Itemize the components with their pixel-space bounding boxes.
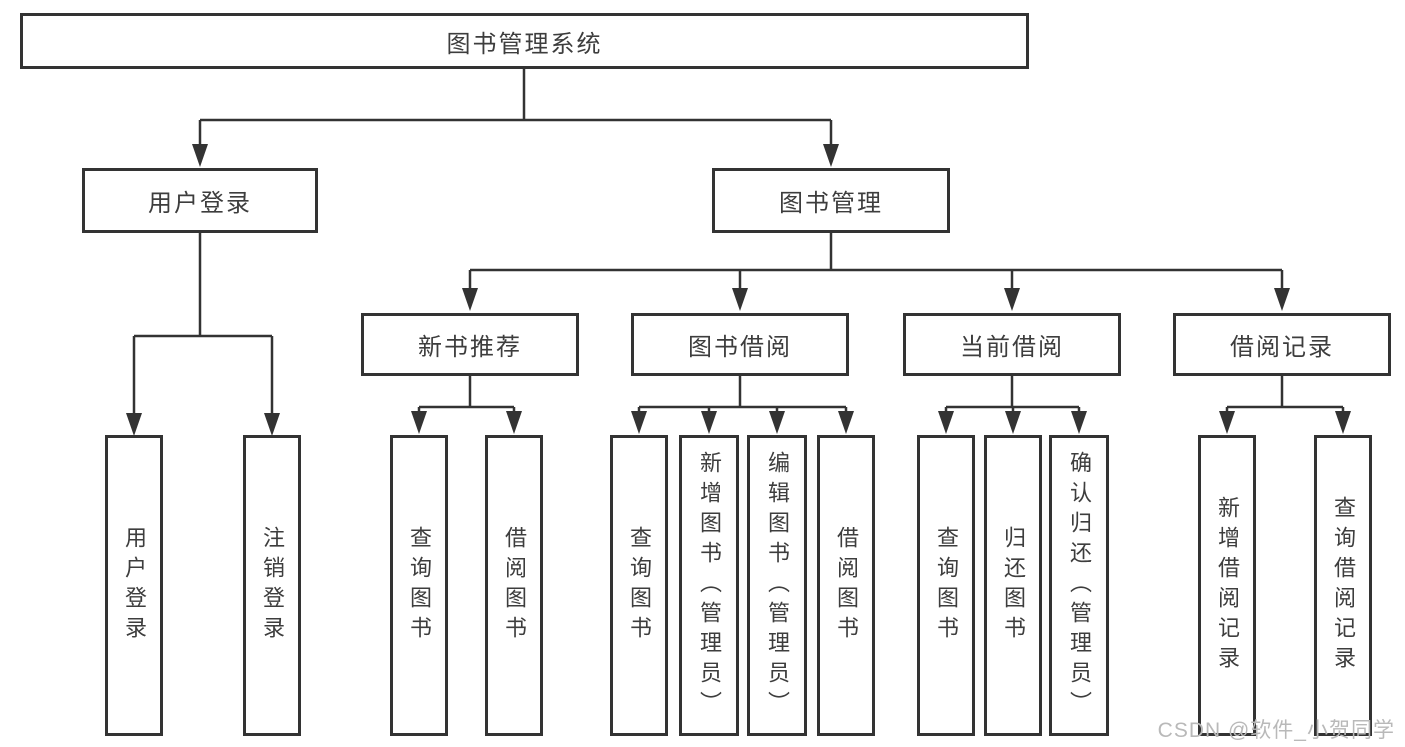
node-user-login: 用户登录 <box>82 168 318 233</box>
leaf-borrow-books-borrowing-label: 借阅图书 <box>834 525 859 646</box>
arrowheads <box>126 144 1351 436</box>
leaf-borrow-books-recommend: 借阅图书 <box>485 435 543 736</box>
watermark: CSDN @软件_小贺同学 <box>1157 719 1395 742</box>
leaf-query-borrow-record-label: 查询借阅记录 <box>1331 495 1356 676</box>
node-current-borrowing: 当前借阅 <box>903 313 1121 376</box>
node-new-book-recommend: 新书推荐 <box>361 313 579 376</box>
leaf-borrow-books-borrowing: 借阅图书 <box>817 435 875 736</box>
leaf-return-books: 归还图书 <box>984 435 1042 736</box>
node-new-book-recommend-label: 新书推荐 <box>418 334 522 361</box>
leaf-confirm-return-admin: 确认归还（管理员） <box>1049 435 1109 736</box>
leaf-add-borrow-record-label: 新增借阅记录 <box>1215 495 1240 676</box>
leaf-query-books-recommend-label: 查询图书 <box>407 525 432 646</box>
node-borrowing-records-label: 借阅记录 <box>1230 334 1334 361</box>
leaf-query-borrow-record: 查询借阅记录 <box>1314 435 1372 736</box>
node-book-borrowing-label: 图书借阅 <box>688 334 792 361</box>
node-book-borrowing: 图书借阅 <box>631 313 849 376</box>
leaf-query-books-recommend: 查询图书 <box>390 435 448 736</box>
node-borrowing-records: 借阅记录 <box>1173 313 1391 376</box>
leaf-add-book-admin-label: 新增图书（管理员） <box>697 450 722 721</box>
node-book-management: 图书管理 <box>712 168 950 233</box>
node-user-login-label: 用户登录 <box>148 190 252 217</box>
leaf-add-borrow-record: 新增借阅记录 <box>1198 435 1256 736</box>
leaf-edit-book-admin-label: 编辑图书（管理员） <box>765 450 790 721</box>
leaf-confirm-return-admin-label: 确认归还（管理员） <box>1067 450 1092 721</box>
leaf-user-login-label: 用户登录 <box>122 525 147 646</box>
node-root: 图书管理系统 <box>20 13 1029 69</box>
leaf-user-login: 用户登录 <box>105 435 163 736</box>
leaf-return-books-label: 归还图书 <box>1001 525 1026 646</box>
leaf-add-book-admin: 新增图书（管理员） <box>679 435 739 736</box>
leaf-logout-login: 注销登录 <box>243 435 301 736</box>
leaf-logout-login-label: 注销登录 <box>260 525 285 646</box>
node-book-management-label: 图书管理 <box>779 190 883 217</box>
leaf-query-books-current: 查询图书 <box>917 435 975 736</box>
leaf-query-books-current-label: 查询图书 <box>934 525 959 646</box>
leaf-edit-book-admin: 编辑图书（管理员） <box>747 435 807 736</box>
node-root-label: 图书管理系统 <box>446 30 603 58</box>
leaf-query-books-borrowing: 查询图书 <box>610 435 668 736</box>
leaf-borrow-books-recommend-label: 借阅图书 <box>502 525 527 646</box>
leaf-query-books-borrowing-label: 查询图书 <box>627 525 652 646</box>
node-current-borrowing-label: 当前借阅 <box>960 334 1064 361</box>
